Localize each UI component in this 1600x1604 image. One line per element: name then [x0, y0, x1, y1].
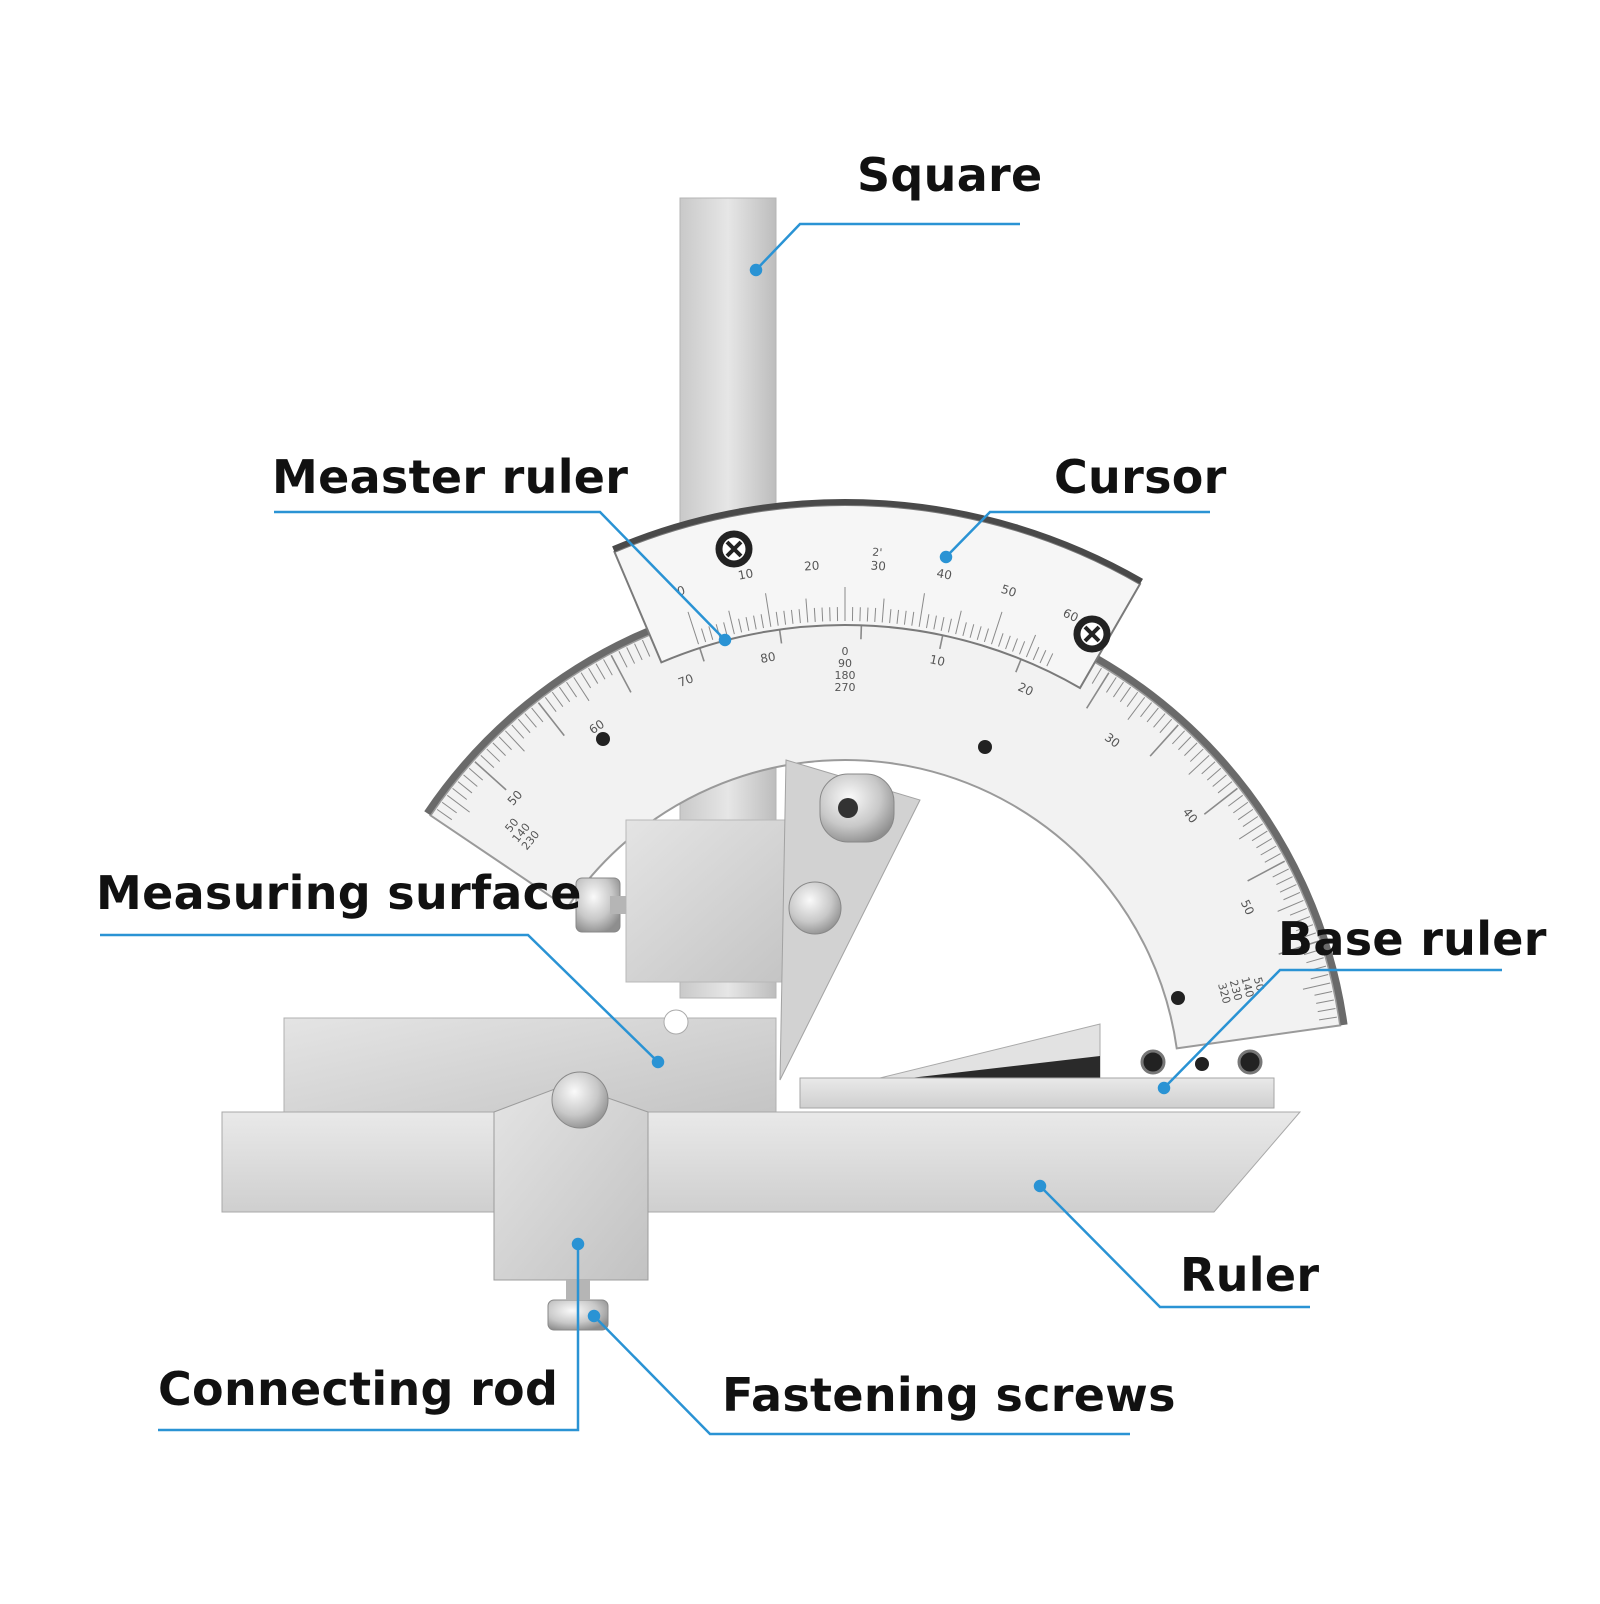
leader-fastening-screws-dot [589, 1311, 599, 1321]
knob-clamp [789, 882, 841, 934]
base-screw-1 [1142, 1051, 1164, 1073]
vernier-label: 30 [870, 559, 886, 574]
dial-screw-lower [1171, 991, 1185, 1005]
cursor-screw-left [719, 534, 749, 564]
vernier-label: 20 [804, 559, 820, 574]
dial-screw-right [978, 740, 992, 754]
label-ruler: Ruler [1180, 1252, 1319, 1298]
leader-measuring-surface-dot [653, 1057, 663, 1067]
label-square: Square [857, 152, 1043, 198]
dial-screw-left [596, 732, 610, 746]
vernier-tick [822, 608, 823, 622]
leader-cursor-dot [941, 552, 951, 562]
leader-measter-ruler-dot [720, 635, 730, 645]
main-scale-stack-center: 270 [835, 681, 856, 694]
label-fastening-screws: Fastening screws [722, 1372, 1176, 1418]
measuring-surface-hole [664, 1010, 688, 1034]
cursor-screw-right [1077, 619, 1107, 649]
knob-dial-center [820, 774, 894, 842]
leader-connecting-rod-dot [573, 1239, 583, 1249]
leader-ruler-dot [1035, 1181, 1045, 1191]
vernier-unit-mark: 2' [872, 546, 883, 560]
main-ruler-bar [222, 1112, 1300, 1212]
base-screw-3 [1239, 1051, 1261, 1073]
label-base-ruler: Base ruler [1278, 916, 1547, 962]
knob-side [576, 878, 626, 932]
label-cursor: Cursor [1054, 454, 1227, 500]
leader-base-ruler-dot [1159, 1083, 1169, 1093]
base-ruler-bar [800, 1078, 1274, 1108]
vernier-label: 10 [737, 566, 755, 583]
label-measuring-surface: Measuring surface [96, 870, 582, 916]
leader-square [756, 224, 1020, 270]
vernier-label: 40 [935, 566, 953, 583]
label-connecting-rod: Connecting rod [158, 1366, 558, 1412]
base-screw-2 [1195, 1057, 1209, 1071]
vernier-tick [867, 608, 868, 622]
knob-connecting-rod-top [552, 1072, 608, 1128]
label-measter-ruler: Measter ruler [272, 454, 628, 500]
main-scale-label: 80 [759, 650, 776, 666]
leader-square-dot [751, 265, 761, 275]
